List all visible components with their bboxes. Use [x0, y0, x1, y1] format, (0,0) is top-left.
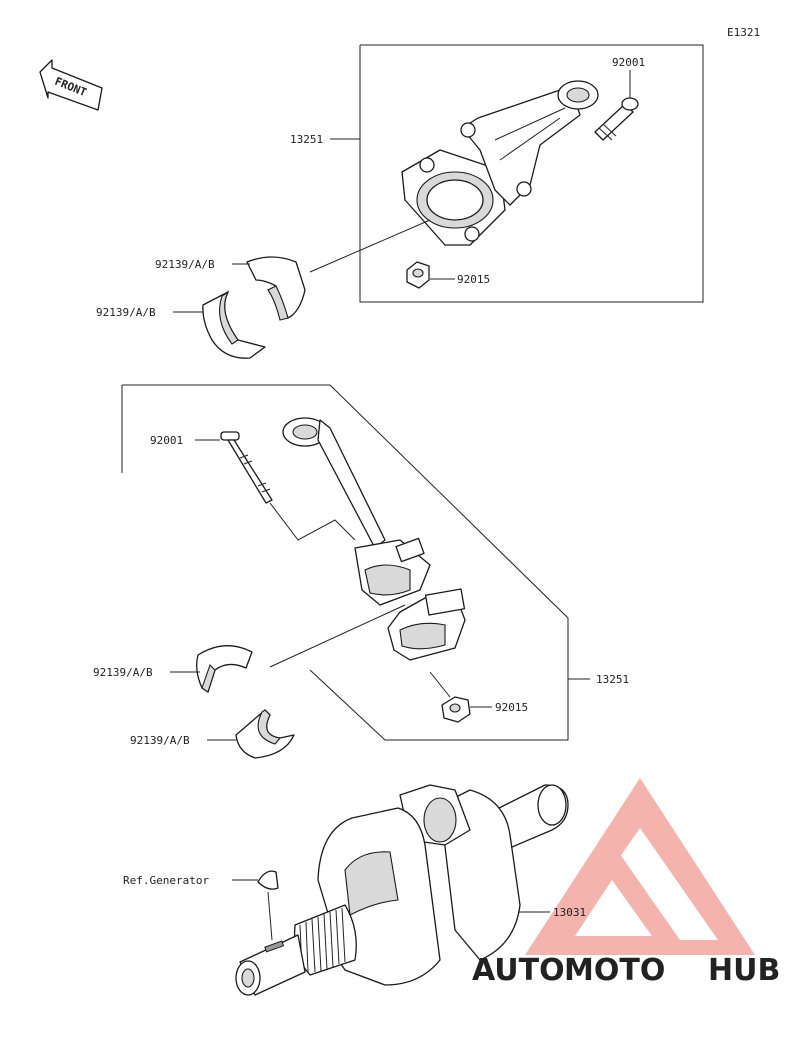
label-crankshaft: 13031	[553, 906, 586, 919]
crankshaft	[235, 784, 569, 996]
label-top-rod-assembly: 13251	[290, 133, 323, 146]
top-bearing-lower	[202, 290, 266, 359]
diagram-code: E1321	[727, 26, 760, 39]
label-top-nut: 92015	[457, 273, 490, 286]
bottom-bearing-lower	[235, 709, 295, 759]
bottom-bearing-upper	[196, 645, 253, 693]
top-bolt	[594, 97, 639, 141]
watermark-text: AUTO MOTO HUB	[472, 953, 780, 988]
label-top-bearing-lower: 92139/A/B	[96, 306, 156, 319]
bottom-connecting-rod	[282, 417, 431, 606]
bottom-bolt	[220, 431, 273, 504]
watermark-logo	[525, 778, 755, 955]
top-bearing-upper	[246, 256, 306, 321]
label-bottom-rod-assembly: 13251	[596, 673, 629, 686]
label-bottom-bearing-upper: 92139/A/B	[93, 666, 153, 679]
bottom-nut	[441, 696, 471, 723]
gear-teeth	[299, 907, 346, 973]
front-arrow-icon: FRONT	[39, 59, 103, 111]
label-top-bearing-upper: 92139/A/B	[155, 258, 215, 271]
bottom-rod-cap	[387, 588, 466, 661]
watermark-moto: MOTO	[564, 953, 665, 988]
label-bottom-bolt: 92001	[150, 434, 183, 447]
top-group-frame	[330, 44, 704, 303]
label-bottom-bearing-lower: 92139/A/B	[130, 734, 190, 747]
watermark-auto: AUTO	[472, 953, 565, 988]
woodruff-key	[257, 870, 279, 890]
label-bottom-nut: 92015	[495, 701, 528, 714]
watermark-hub: HUB	[708, 953, 780, 988]
label-top-bolt: 92001	[612, 56, 645, 69]
top-nut	[406, 261, 430, 289]
top-connecting-rod	[401, 80, 599, 246]
label-generator-ref: Ref.Generator	[123, 874, 209, 887]
middle-group-frame	[121, 384, 590, 741]
